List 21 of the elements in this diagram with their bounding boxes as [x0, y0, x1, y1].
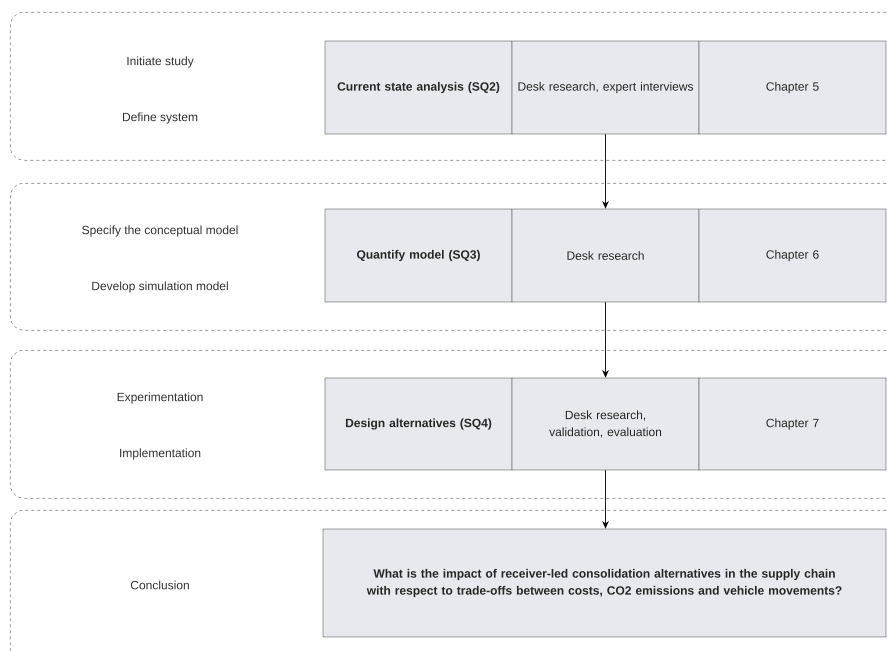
table-cell: Design alternatives (SQ4) [324, 378, 512, 470]
step-label: Define system [122, 112, 198, 124]
table-cell: Chapter 6 [698, 208, 886, 302]
stage-band [10, 183, 887, 330]
table-cell: Desk research, validation, evaluation [512, 378, 700, 470]
table-cell: Desk research, expert interviews [512, 40, 700, 134]
step-label: Experimentation [118, 392, 203, 404]
table-cell: Quantify model (SQ3) [324, 208, 512, 302]
table-cell: Current state analysis (SQ2) [324, 40, 512, 134]
stage-band [10, 12, 887, 160]
table-cell: What is the impact of receiver-led consolidation alternatives in the supply chain with respect to trade-offs between costs, CO2 emissions and vehicle movements? [322, 528, 886, 638]
step-label: Implementation [120, 448, 200, 460]
stage-band [10, 350, 887, 498]
step-label: Initiate study [127, 56, 194, 68]
step-label: Specify the conceptual model [82, 225, 238, 237]
stage-band [10, 510, 887, 651]
table-cell: Chapter 5 [698, 40, 886, 134]
table-cell: Desk research [512, 208, 700, 302]
step-label: Develop simulation model [92, 281, 228, 293]
table-cell: Chapter 7 [698, 378, 886, 470]
step-label: Conclusion [130, 580, 189, 590]
